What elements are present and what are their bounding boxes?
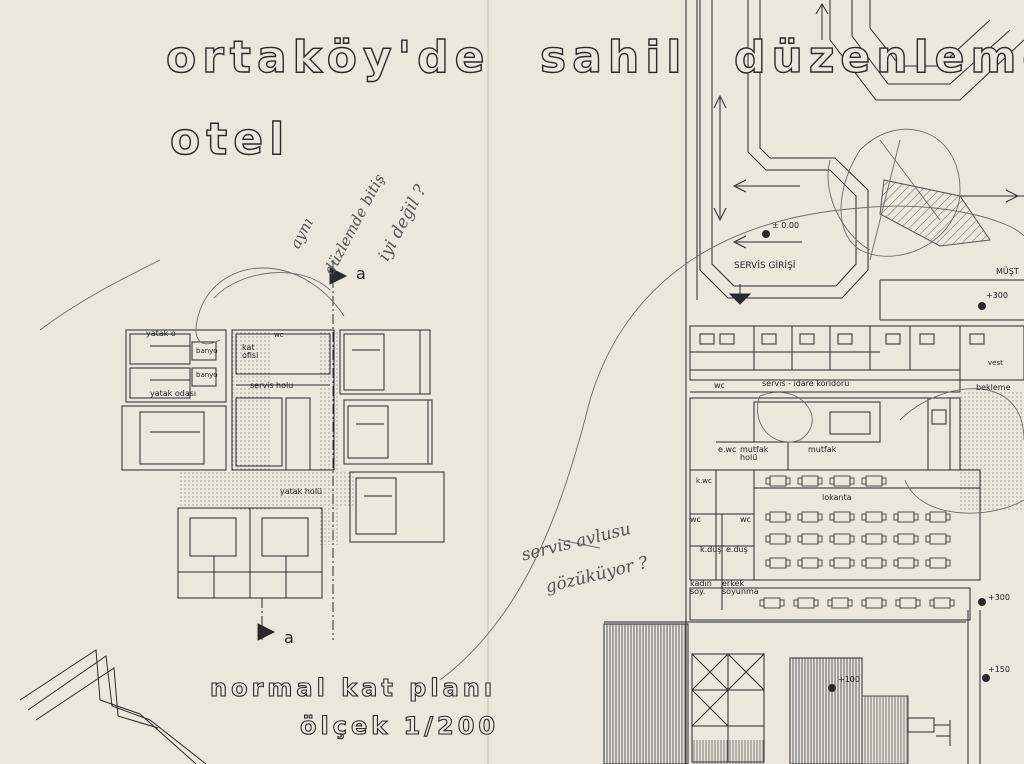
title-otel: otel bbox=[169, 114, 291, 165]
label-bekleme: bekleme bbox=[976, 383, 1011, 392]
title-word-sahil: sahil bbox=[539, 32, 688, 83]
pencil-sketches bbox=[39, 128, 1024, 681]
section-mark-bottom: a bbox=[284, 628, 294, 647]
label-yatak-odasi: yatak odası bbox=[150, 389, 197, 398]
hatched-surface-strip bbox=[861, 695, 909, 764]
label-kadin-soy: kadın soy. bbox=[690, 579, 712, 596]
plan-caption-scale: ölçek 1/200 bbox=[299, 712, 500, 740]
label-mutfak-holu: mutfak holü bbox=[740, 445, 769, 462]
hatched-surface-left bbox=[603, 623, 689, 764]
hatched-surface-bottom bbox=[692, 740, 764, 764]
label-lokanta: lokanta bbox=[822, 493, 852, 502]
label-e-wc: e.wc bbox=[718, 445, 737, 454]
level-markers bbox=[762, 230, 990, 692]
label-wc-2: wc bbox=[690, 515, 701, 524]
label-level-150: +150 bbox=[988, 665, 1010, 674]
label-mus: MÜŞT bbox=[996, 267, 1019, 276]
label-yatak-holu: yatak holü bbox=[280, 487, 323, 496]
label-level-300-b: +300 bbox=[988, 593, 1010, 602]
site-plan bbox=[604, 0, 1024, 764]
label-servis-girisi: SERVİS GİRİŞİ bbox=[734, 261, 796, 271]
label-level-000: ± 0.00 bbox=[772, 221, 800, 230]
label-servis-idare-koridoru: servis - idare koridoru bbox=[762, 379, 850, 388]
coastline bbox=[19, 649, 207, 764]
label-banyo-2: banyo bbox=[196, 371, 218, 379]
label-e-dus: e.duş bbox=[726, 545, 748, 554]
label-wc: wc bbox=[274, 331, 284, 339]
section-mark-top: a bbox=[356, 264, 366, 283]
label-level-300-a: +300 bbox=[986, 291, 1008, 300]
label-erkek-soyunma: erkek soyunma bbox=[722, 579, 759, 596]
label-kat-ofisi: kat ofisi bbox=[242, 343, 259, 360]
title-word-duzenleme: düzenleme bbox=[733, 32, 1024, 83]
label-k-dus: k.duş bbox=[700, 545, 722, 554]
label-mutfak: mutfak bbox=[808, 445, 837, 454]
label-vest: vest bbox=[988, 359, 1003, 367]
label-servis-holu: servis holu bbox=[250, 381, 294, 390]
label-wc-3: wc bbox=[740, 515, 751, 524]
plan-caption-name: normal kat planı bbox=[209, 674, 497, 702]
hatched-surface-mid bbox=[789, 657, 863, 764]
label-level-100: +100 bbox=[838, 675, 860, 684]
label-wc-corridor: wc bbox=[714, 381, 725, 390]
hotel-floor-plan bbox=[121, 260, 445, 641]
label-yatak-o: yatak o bbox=[146, 329, 176, 338]
label-kwc: k.wc bbox=[696, 477, 712, 485]
label-banyo-1: banyo bbox=[196, 347, 218, 355]
title-word-ortakoy: ortaköy'de bbox=[165, 32, 491, 83]
